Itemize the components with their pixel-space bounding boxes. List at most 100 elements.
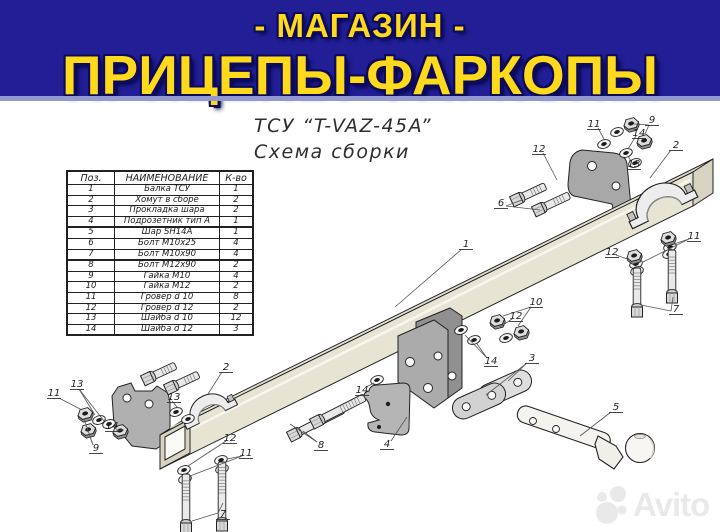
- drawing-title-line1: ТСУ “T-VAZ-45A”: [254, 115, 432, 137]
- table-cell: 1: [219, 226, 254, 239]
- bolt: [530, 192, 571, 218]
- bolt: [508, 182, 547, 208]
- table-cell: 12: [66, 302, 115, 315]
- callout: 9: [83, 418, 103, 454]
- table-cell: 11: [66, 291, 115, 304]
- table-cell: 1: [219, 215, 254, 228]
- banner-title: ПРИЦЕПЫ-ФАРКОПЫ: [61, 44, 658, 106]
- callout-number: 2: [223, 362, 229, 373]
- callout-number: 7: [220, 509, 227, 520]
- callout-number: 13: [168, 392, 181, 403]
- nut: [626, 249, 643, 265]
- washer: [597, 139, 611, 149]
- banner-strip: [0, 96, 720, 101]
- callout-number: 12: [224, 433, 237, 444]
- callout: 4: [380, 416, 408, 450]
- washer: [467, 335, 481, 345]
- bolt: [162, 371, 200, 396]
- table-cell: 1: [66, 184, 115, 196]
- socket-plate: [363, 382, 411, 436]
- callout-number: 10: [530, 297, 543, 308]
- callout-number: 5: [613, 402, 619, 413]
- callout-number: 14: [356, 385, 369, 396]
- callout-number: 4: [384, 439, 390, 450]
- watermark: Avito: [594, 485, 710, 525]
- callout: 7: [640, 296, 683, 315]
- callout-number: 11: [688, 231, 701, 242]
- parts-table-head: Поз. НАИМЕНОВАНИЕ К-во: [66, 170, 254, 185]
- callout: 13: [167, 392, 181, 409]
- table-cell: 7: [66, 248, 115, 261]
- callout: 11: [587, 119, 605, 140]
- table-cell: Гровер d 10: [114, 291, 220, 304]
- callout-number: 11: [48, 388, 61, 399]
- table-cell: 13: [66, 313, 115, 325]
- table-cell: Гайка М12: [114, 281, 220, 293]
- bolt: [139, 362, 177, 387]
- callout: 11: [642, 231, 701, 263]
- nut: [513, 325, 530, 341]
- banner: - МАГАЗИН - ПРИЦЕПЫ-ФАРКОПЫ: [0, 0, 720, 106]
- callout: 2: [649, 140, 683, 179]
- callout-number: 13: [71, 379, 84, 390]
- table-cell: 2: [219, 281, 254, 293]
- avito-logo-icon: [596, 486, 627, 524]
- clamp-right: [626, 182, 699, 230]
- washer: [92, 415, 106, 425]
- table-cell: Гайка М10: [114, 270, 220, 283]
- washer: [370, 375, 384, 385]
- table-cell: Прокладка шара: [114, 205, 220, 217]
- callout-number: 11: [588, 119, 601, 130]
- table-cell: 2: [66, 194, 115, 207]
- bolt: [308, 394, 367, 430]
- table-cell: Балка ТСУ: [114, 184, 220, 196]
- table-cell: 4: [219, 270, 254, 283]
- washer: [181, 414, 195, 424]
- table-cell: 6: [66, 237, 115, 250]
- table-cell: Шайба d 12: [114, 323, 220, 336]
- watermark-text: Avito: [633, 486, 710, 523]
- table-cell: 8: [219, 291, 254, 304]
- nut: [112, 424, 129, 440]
- table-cell: 3: [219, 323, 254, 336]
- callout: 6: [494, 198, 541, 211]
- table-cell: 2: [219, 259, 254, 272]
- callout: 14: [464, 334, 498, 367]
- nut: [623, 117, 640, 133]
- col-header-name: НАИМЕНОВАНИЕ: [114, 170, 220, 185]
- callout: 5: [579, 402, 623, 437]
- callout-number: 1: [463, 239, 469, 250]
- drawing-title: ТСУ “T-VAZ-45A” Схема сборки: [254, 113, 432, 165]
- callout-layer: 1223456778991011111111121212121313131414…: [47, 115, 701, 522]
- callout: 12: [499, 311, 523, 328]
- callout-number: 2: [673, 140, 679, 151]
- ball-hitch: [516, 405, 656, 470]
- table-cell: Болт М10х25: [114, 237, 220, 250]
- table-cell: 8: [66, 259, 115, 272]
- table-cell: 2: [219, 302, 254, 315]
- callout-number: 9: [93, 443, 99, 454]
- callout-number: 14: [106, 421, 119, 432]
- table-cell: Болт М12х90: [114, 259, 220, 272]
- nut: [77, 407, 94, 423]
- callout-number: 9: [649, 115, 655, 126]
- table-cell: 4: [219, 237, 254, 250]
- callout: 14: [105, 421, 124, 432]
- washer: [619, 148, 633, 158]
- table-cell: 2: [219, 205, 254, 217]
- washer: [454, 325, 468, 335]
- callout: 11: [47, 388, 83, 411]
